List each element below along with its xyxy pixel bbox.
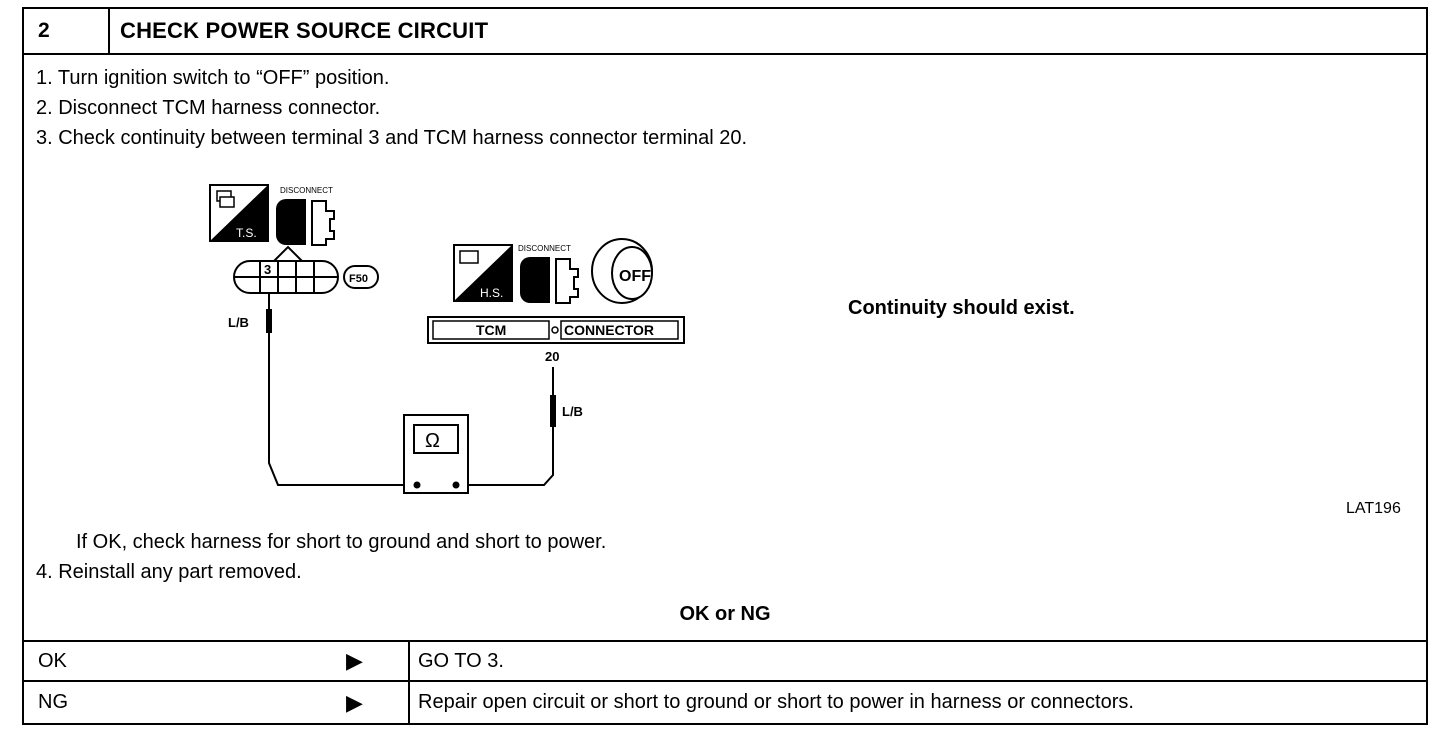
right-wire-label: L/B <box>562 404 583 419</box>
right-probe: L/B <box>550 367 583 427</box>
left-wire-label: L/B <box>228 315 249 330</box>
disconnect-label-2: DISCONNECT <box>518 244 571 253</box>
verdict-label: OK or NG <box>679 603 771 625</box>
result-row-ok: OK ▶ GO TO 3. <box>24 640 1426 680</box>
ohm-symbol: Ω <box>425 430 440 452</box>
hs-label: H.S. <box>480 286 503 300</box>
hs-icon: H.S. <box>453 244 513 302</box>
left-probe: L/B <box>228 293 272 333</box>
connector-id-label: F50 <box>349 273 368 285</box>
continuity-test-diagram: T.S. DISCONNECT 3 F50 L/B <box>209 184 685 494</box>
result-action: Repair open circuit or short to ground o… <box>408 682 1426 723</box>
ts-icon: T.S. <box>209 184 269 242</box>
step-title: CHECK POWER SOURCE CIRCUIT <box>110 9 1426 55</box>
ohmmeter: Ω <box>403 414 469 494</box>
result-label: NG <box>38 691 68 713</box>
instruction-step-4: 4. Reinstall any part removed. <box>36 561 302 583</box>
terminal-20-label: 20 <box>545 349 559 364</box>
result-action: GO TO 3. <box>408 642 1426 680</box>
continuity-result-text: Continuity should exist. <box>848 297 1075 319</box>
disconnect-connector-icon-2: DISCONNECT <box>518 244 579 304</box>
result-label: OK <box>38 650 67 672</box>
instruction-step-2: 2. Disconnect TCM harness connector. <box>36 97 381 119</box>
terminal-3-label: 3 <box>264 262 271 277</box>
play-arrow-icon: ▶ <box>346 648 363 673</box>
off-label: OFF <box>619 268 651 285</box>
right-lead-wire <box>456 427 554 486</box>
play-arrow-icon: ▶ <box>346 690 363 715</box>
ts-label: T.S. <box>236 226 257 240</box>
step-number: 2 <box>24 9 110 55</box>
tcm-label: TCM <box>476 322 506 338</box>
harness-connector-f50: 3 F50 <box>233 245 379 294</box>
tcm-connector: TCM CONNECTOR 20 <box>427 316 685 364</box>
left-lead-wire <box>268 333 416 486</box>
instruction-step-1: 1. Turn ignition switch to “OFF” positio… <box>36 67 390 89</box>
result-row-ng: NG ▶ Repair open circuit or short to gro… <box>24 680 1426 723</box>
connector-label: CONNECTOR <box>564 322 654 338</box>
figure-id: LAT196 <box>1346 500 1401 517</box>
disconnect-label: DISCONNECT <box>280 186 333 195</box>
instruction-step-3: 3. Check continuity between terminal 3 a… <box>36 127 748 149</box>
ok-note: If OK, check harness for short to ground… <box>76 531 607 553</box>
disconnect-connector-icon: DISCONNECT <box>276 186 335 246</box>
ignition-off-icon: OFF <box>591 238 653 304</box>
procedure-frame: 2 CHECK POWER SOURCE CIRCUIT 1. Turn ign… <box>22 7 1428 725</box>
